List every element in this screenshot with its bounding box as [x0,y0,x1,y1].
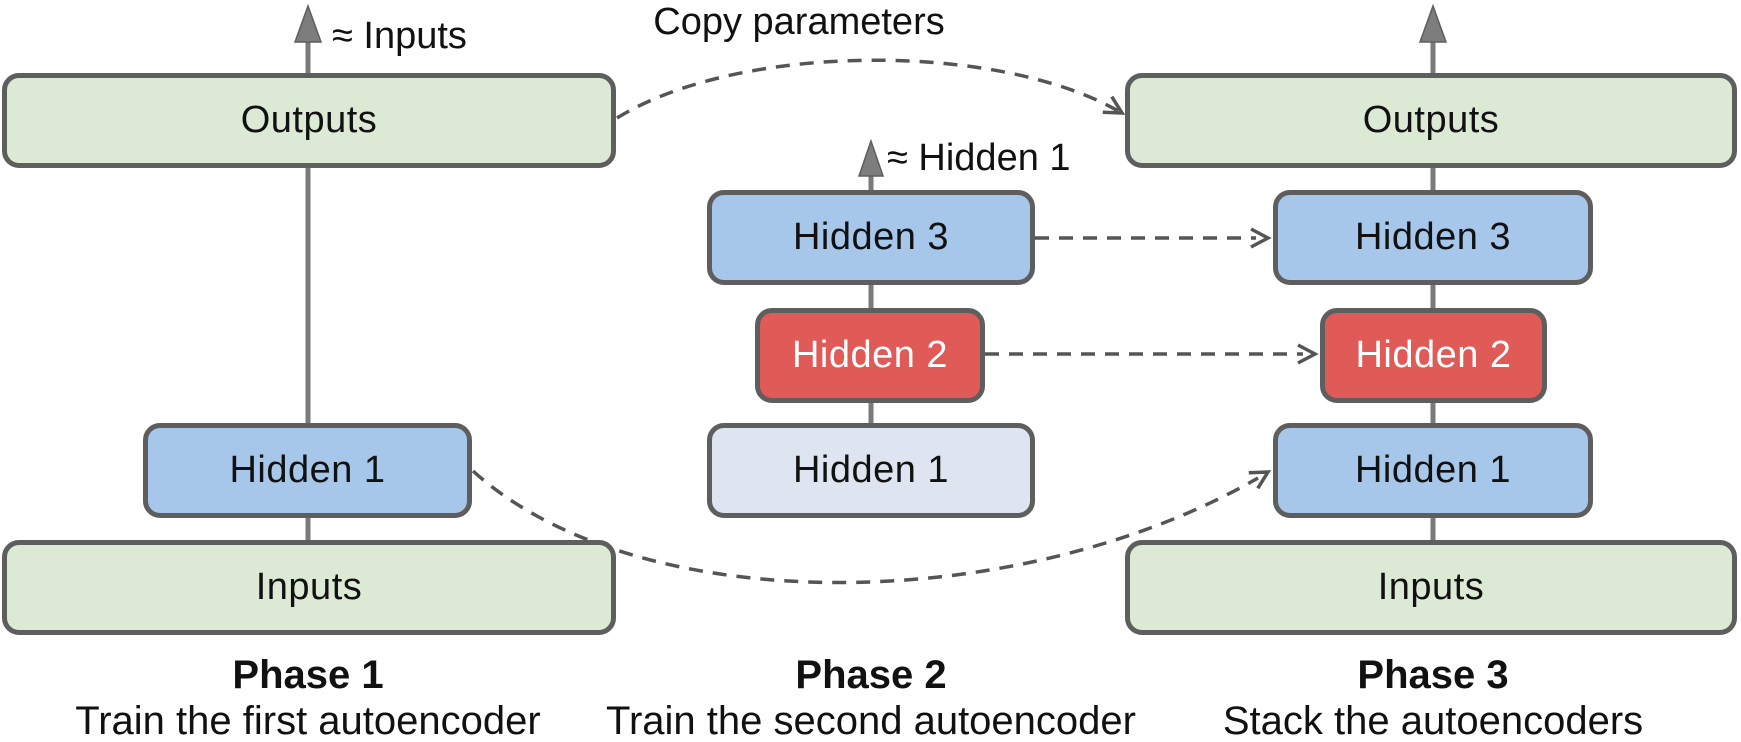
phase1-inputs-label: Inputs [255,566,363,608]
phase1-caption-title: Phase 1 [232,653,384,697]
phase1-outputs-label: Outputs [240,99,378,141]
phase3-hidden3-label: Hidden 3 [1354,216,1512,258]
phase1-approx-label: ≈ Inputs [332,15,467,57]
phase1-caption: Phase 1 Train the first autoencoder [0,652,628,742]
copy-parameters-arrowhead-icon [1102,95,1126,115]
phase2-approx-label: ≈ Hidden 1 [887,137,1071,179]
phase3-hidden2-box: Hidden 2 [1320,308,1547,403]
phase2-caption-subtitle: Train the second autoencoder [606,699,1136,742]
phase2-hidden1-box: Hidden 1 [707,423,1035,518]
phase2-hidden1-label: Hidden 1 [792,449,950,491]
phase3-outputs-box: Outputs [1125,73,1737,168]
copy-parameters-arrow [616,58,1121,120]
phase3-caption: Phase 3 Stack the autoencoders [1113,652,1741,742]
phase3-inputs-box: Inputs [1125,540,1737,635]
hidden1-copy-arrowhead-icon [1248,470,1272,490]
copy-parameters-label: Copy parameters [653,1,945,43]
phase1-hidden1-box: Hidden 1 [143,423,472,518]
hidden3-copy-arrowhead-icon [1250,227,1272,249]
phase3-outputs-label: Outputs [1362,99,1500,141]
phase2-hidden3-label: Hidden 3 [792,216,950,258]
hidden2-copy-arrowhead-icon [1297,343,1319,365]
phase3-hidden1-label: Hidden 1 [1354,449,1512,491]
phase1-outputs-box: Outputs [2,73,616,168]
phase3-inputs-label: Inputs [1377,566,1485,608]
phase3-hidden1-box: Hidden 1 [1273,423,1593,518]
phase2-caption-title: Phase 2 [795,653,947,697]
phase1-inputs-box: Inputs [2,540,616,635]
phase3-hidden3-box: Hidden 3 [1273,190,1593,285]
phase3-hidden2-label: Hidden 2 [1355,334,1512,376]
phase2-hidden3-box: Hidden 3 [707,190,1035,285]
phase2-up-arrow-icon [857,138,885,177]
phase3-caption-title: Phase 3 [1357,653,1509,697]
phase3-caption-subtitle: Stack the autoencoders [1222,699,1644,742]
phase1-up-arrow-icon [293,3,323,43]
phase2-caption: Phase 2 Train the second autoencoder [551,652,1191,742]
phase1-hidden1-label: Hidden 1 [229,449,386,491]
hidden1-copy-arrow [471,469,1259,585]
phase3-up-arrow-icon [1418,3,1448,43]
phase2-hidden2-label: Hidden 2 [791,334,949,376]
phase2-hidden2-box: Hidden 2 [755,308,985,403]
phase1-caption-subtitle: Train the first autoencoder [75,699,541,742]
